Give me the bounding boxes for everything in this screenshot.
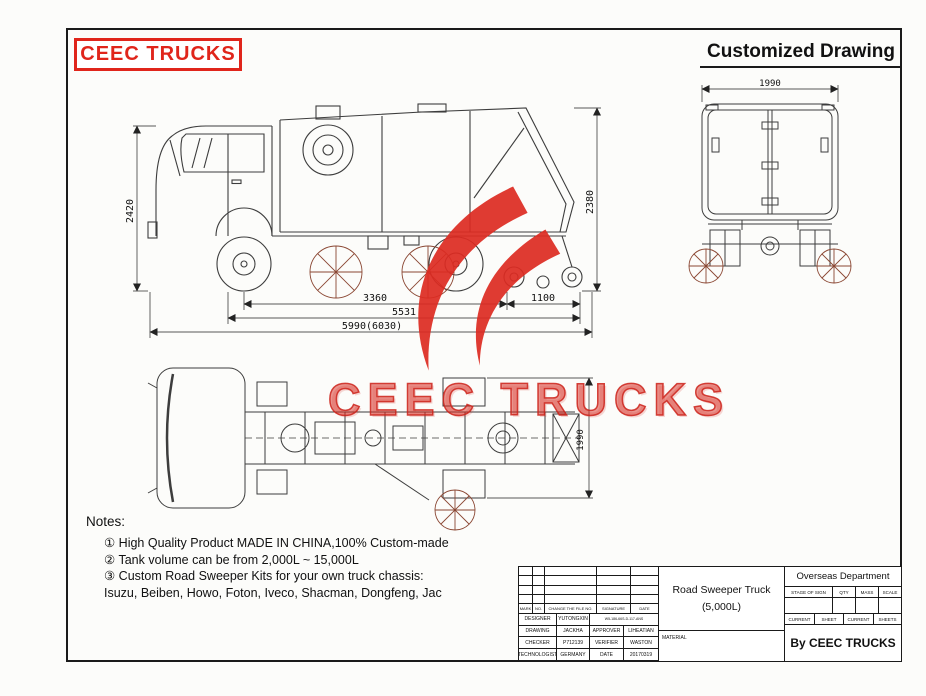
dim-label-2380: 2380 xyxy=(585,190,596,214)
revision-cell xyxy=(545,585,597,595)
revision-cell xyxy=(533,576,545,586)
notes-heading: Notes: xyxy=(86,514,126,529)
title-block: MARK NO. CHANGE THE FILE NO. SIGNATURE D… xyxy=(518,566,902,662)
verifier-label: VERIFIER xyxy=(590,637,624,650)
sheet-cell: SHEET xyxy=(815,614,844,625)
dim-label-5531: 5531 xyxy=(392,307,416,318)
mass-value-cell xyxy=(856,598,879,614)
rear-dimension-lines xyxy=(701,85,839,102)
sweeper-brushes-rear xyxy=(688,248,852,284)
sheets-cell: SHEETS xyxy=(874,614,901,625)
mass-cell: MASS xyxy=(856,587,879,598)
sweeper-brush-top xyxy=(434,489,476,531)
sheet-frame xyxy=(66,28,902,662)
material-label: MATERIAL xyxy=(662,635,687,641)
watermark-text: CEEC TRUCKS xyxy=(327,373,731,426)
scale-cell: SCALE xyxy=(879,587,901,598)
title-block-signature-area: MARK NO. CHANGE THE FILE NO. SIGNATURE D… xyxy=(519,567,659,661)
ceec-logo-swoosh-icon xyxy=(418,186,561,371)
designer-code: W5-186-66S-D-117-ANS xyxy=(590,614,658,626)
revision-cell xyxy=(545,567,597,577)
revision-cell xyxy=(533,585,545,595)
truck-top-outline xyxy=(147,367,580,509)
side-dimension-lines xyxy=(133,107,601,338)
designer-label: DESIGNER xyxy=(519,613,557,626)
designer-name: YUTONGXIN xyxy=(557,613,590,626)
dim-label-5990: 5990(6030) xyxy=(342,321,402,332)
revision-cell xyxy=(597,585,631,595)
revision-cell xyxy=(519,567,533,577)
dim-label-rear-1990: 1990 xyxy=(759,79,781,89)
revision-cell xyxy=(597,576,631,586)
title-block-product-area: Road Sweeper Truck (5,000L) MATERIAL xyxy=(659,567,785,661)
header-cell-mark: MARK xyxy=(519,604,533,614)
revision-cell xyxy=(519,576,533,586)
drawing-label: DRAWING xyxy=(519,625,557,638)
revision-cell xyxy=(597,594,631,605)
revision-cell xyxy=(545,594,597,605)
verifier-name: WASTON xyxy=(624,637,658,650)
note-item-chassis-list: Isuzu, Beiben, Howo, Foton, Iveco, Shacm… xyxy=(104,585,442,600)
approver-label: APPROVER xyxy=(590,625,624,638)
side-view-drawing: 2420 2380 3360 1100 5531 5990(6030) xyxy=(125,103,601,338)
qty-cell: QTY xyxy=(833,587,856,598)
revision-cell xyxy=(631,595,658,605)
brand-logo-box: CEEC TRUCKS xyxy=(74,38,242,71)
revision-cell xyxy=(545,576,597,586)
date-value: 20170319 xyxy=(624,649,658,661)
revision-cell xyxy=(533,567,545,577)
stage-of-sign-cell: STAGE OF SIGN xyxy=(785,587,833,598)
rear-view-drawing: 1990 xyxy=(688,79,852,284)
dim-label-3360: 3360 xyxy=(363,293,387,304)
qty-value-cell xyxy=(833,598,856,614)
product-title-cell: Road Sweeper Truck (5,000L) xyxy=(659,567,784,631)
revision-cell xyxy=(631,586,658,595)
note-item-3: ③ Custom Road Sweeper Kits for your own … xyxy=(104,569,424,583)
by-ceec-trucks: By CEEC TRUCKS xyxy=(790,636,896,650)
page-title: Customized Drawing xyxy=(700,38,902,68)
truck-rear-outline xyxy=(701,103,839,267)
top-dimension-lines xyxy=(487,377,593,499)
truck-side-outline xyxy=(147,103,583,292)
header-cell-change: CHANGE THE FILE NO. xyxy=(545,604,597,614)
revision-cell xyxy=(533,594,545,605)
dim-label-1100: 1100 xyxy=(531,293,555,304)
product-name: Road Sweeper Truck xyxy=(672,584,771,596)
technologist-label: TECHNOLOGIST xyxy=(519,649,557,661)
current-cell-2: CURRENT xyxy=(844,614,874,625)
brand-text: CEEC TRUCKS xyxy=(80,43,236,65)
revision-cell xyxy=(519,585,533,595)
scale-value-cell xyxy=(879,598,901,614)
drawing-name: JACKHA xyxy=(557,625,590,638)
top-view-drawing: 1990 xyxy=(147,367,593,531)
header-cell-no: NO. xyxy=(533,604,545,614)
dim-label-top-1990: 1990 xyxy=(576,429,586,451)
revision-cell xyxy=(631,576,658,586)
note-item-1: ① High Quality Product MADE IN CHINA,100… xyxy=(104,536,449,550)
approver-name: LIHEATIAN xyxy=(624,626,658,638)
header-cell-date: DATE xyxy=(631,604,658,614)
department-name: Overseas Department xyxy=(785,567,901,587)
checker-label: CHECKER xyxy=(519,637,557,650)
date-label: DATE xyxy=(590,649,624,661)
product-capacity: (5,000L) xyxy=(701,601,742,613)
checker-name: P712139 xyxy=(557,637,590,650)
stage-value-cell xyxy=(785,598,833,614)
header-cell-signature: SIGNATURE xyxy=(597,604,631,614)
technologist-name: GERMANY xyxy=(557,649,590,661)
revision-cell xyxy=(597,567,631,577)
note-item-2: ② Tank volume can be from 2,000L ~ 15,00… xyxy=(104,552,359,567)
revision-cell xyxy=(631,567,658,577)
dim-label-2420: 2420 xyxy=(125,199,136,223)
current-cell-1: CURRENT xyxy=(785,614,815,625)
revision-cell xyxy=(519,594,533,605)
title-block-department-area: Overseas Department STAGE OF SIGN QTY MA… xyxy=(785,567,901,661)
notes-section: Notes: ① High Quality Product MADE IN CH… xyxy=(86,514,516,601)
